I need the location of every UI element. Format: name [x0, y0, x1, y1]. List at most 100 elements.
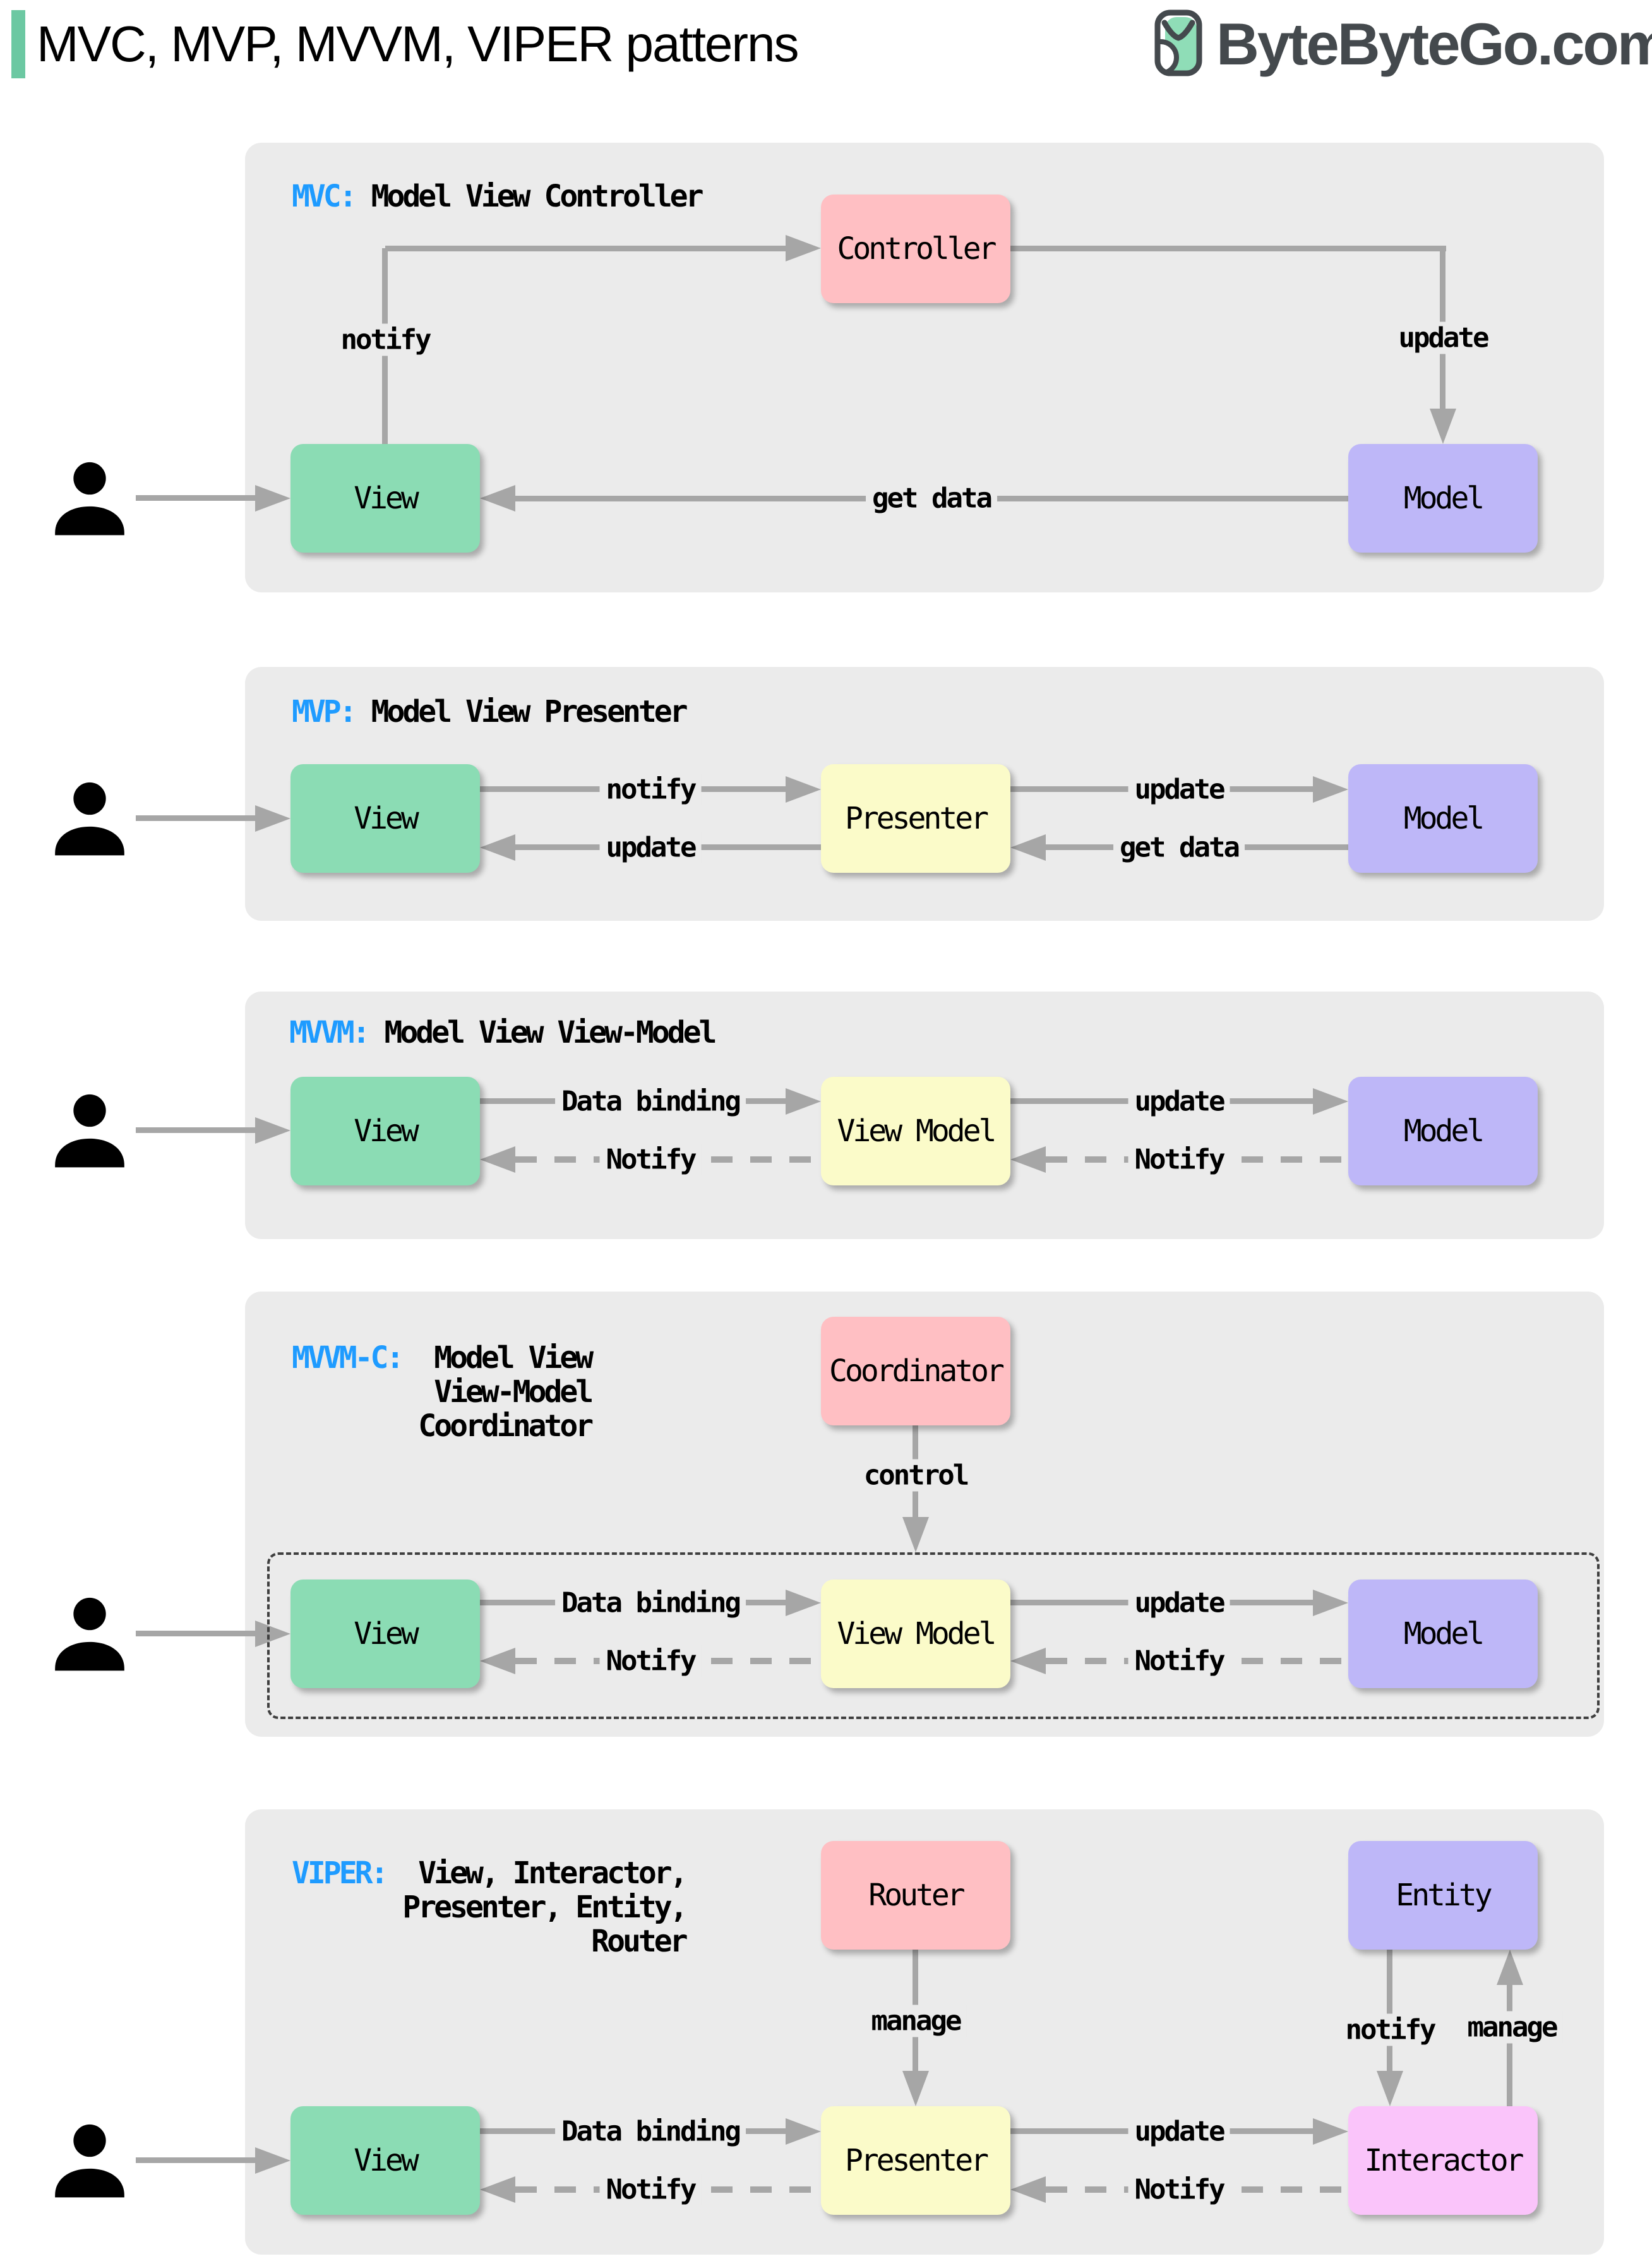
arrowhead	[255, 805, 290, 832]
arrowhead	[1313, 1088, 1348, 1115]
mvc-line-to-controller	[385, 246, 786, 251]
viper-presenter-box: Presenter	[821, 2106, 1010, 2215]
mvvmc-update-label: update	[1128, 1586, 1230, 1619]
viper-title-line: View, Interactor,	[418, 1855, 688, 1891]
mvc-controller-box: Controller	[821, 195, 1010, 303]
arrowhead	[255, 1117, 290, 1144]
arrowhead	[786, 776, 821, 803]
viper-entity-box: Entity	[1348, 1841, 1538, 1950]
viper-manage-entity-label: manage	[1461, 2011, 1563, 2044]
mvvm-databinding-label: Data binding	[555, 1085, 746, 1118]
arrowhead	[1430, 409, 1456, 444]
bytebytego-logo: ByteByteGo.com	[1154, 8, 1652, 81]
viper-acronym: VIPER:	[292, 1855, 388, 1891]
arrowhead	[786, 235, 821, 261]
mvvmc-scope-container	[267, 1552, 1600, 1719]
person-icon	[55, 1597, 124, 1671]
mvp-update-model-label: update	[1128, 773, 1230, 806]
arrow-user-to-view	[136, 1127, 255, 1133]
arrowhead	[255, 1621, 290, 1647]
arrowhead	[1010, 1648, 1046, 1674]
mvp-presenter-box: Presenter	[821, 764, 1010, 873]
mvvmc-view-box: View	[290, 1580, 480, 1688]
arrowhead	[1497, 1950, 1523, 1985]
viper-interactor-box: Interactor	[1348, 2106, 1538, 2215]
viper-title-line: Router	[591, 1924, 688, 1959]
mvc-model-box: Model	[1348, 444, 1538, 553]
mvvmc-databinding-label: Data binding	[555, 1586, 746, 1619]
mvc-notify-label: notify	[334, 323, 436, 356]
viper-title-line: Presenter, Entity,	[402, 1890, 688, 1925]
arrowhead	[1313, 1590, 1348, 1616]
arrowhead	[786, 1088, 821, 1115]
arrowhead	[480, 834, 515, 861]
arrowhead	[480, 485, 515, 512]
mvvmc-title-line: Model View	[434, 1340, 594, 1376]
person-icon	[55, 2124, 124, 2198]
mvvm-notify-vm-label: Notify	[1128, 1143, 1230, 1176]
mvvmc-viewmodel-box: View Model	[821, 1580, 1010, 1688]
viper-router-box: Router	[821, 1841, 1010, 1950]
mvc-getdata-label: get data	[866, 482, 997, 515]
mvp-update-view-label: update	[599, 831, 702, 864]
mvc-title: Model View Controller	[371, 179, 704, 214]
mvp-header: MVP: Model View Presenter	[292, 694, 688, 729]
arrowhead	[255, 485, 290, 512]
arrowhead	[480, 1146, 515, 1173]
mvp-notify-label: notify	[599, 773, 702, 806]
mvp-view-box: View	[290, 764, 480, 873]
mvvm-notify-view-label: Notify	[599, 1143, 702, 1176]
mvp-model-box: Model	[1348, 764, 1538, 873]
viper-notify-view-label: Notify	[599, 2173, 702, 2206]
viper-notify-presenter-label: Notify	[1128, 2173, 1230, 2206]
viper-view-box: View	[290, 2106, 480, 2215]
viper-update-label: update	[1128, 2115, 1230, 2148]
arrowhead	[786, 1590, 821, 1616]
mvvmc-title-line: View-Model	[434, 1374, 594, 1410]
mvc-line-from-controller	[1010, 246, 1446, 251]
mvp-getdata-label: get data	[1113, 831, 1245, 864]
viper-notify-interactor-label: notify	[1339, 2013, 1441, 2046]
mvvm-title: Model View View-Model	[384, 1015, 717, 1050]
arrowhead	[1010, 834, 1046, 861]
person-icon	[55, 1094, 124, 1168]
page-title: MVC, MVP, MVVM, VIPER patterns	[37, 16, 799, 72]
arrowhead	[786, 2118, 821, 2145]
mvc-update-label: update	[1392, 321, 1494, 354]
person-icon	[55, 782, 124, 856]
mvvmc-notify-view-label: Notify	[599, 1645, 702, 1677]
mvp-acronym: MVP:	[292, 694, 357, 729]
arrowhead	[1010, 2176, 1046, 2203]
mvvmc-notify-vm-label: Notify	[1128, 1645, 1230, 1677]
mvvmc-coordinator-box: Coordinator	[821, 1317, 1010, 1425]
logo-text: ByteByteGo.com	[1216, 11, 1652, 77]
mvvmc-acronym: MVVM-C:	[292, 1340, 404, 1376]
arrowhead	[1010, 1146, 1046, 1173]
mvc-view-box: View	[290, 444, 480, 553]
mvvmc-header: MVVM-C: Model View View-Model Coordinato…	[292, 1340, 594, 1443]
arrow-user-to-view	[136, 1631, 255, 1636]
arrowhead	[480, 1648, 515, 1674]
arrowhead	[480, 2176, 515, 2203]
mvvm-viewmodel-box: View Model	[821, 1077, 1010, 1185]
mvvm-header: MVVM: Model View View-Model	[289, 1015, 717, 1050]
mvc-acronym: MVC:	[292, 179, 357, 214]
arrowhead	[1377, 2071, 1403, 2106]
viper-header: VIPER: View, Interactor, Presenter, Enti…	[292, 1855, 688, 1959]
mvvm-acronym: MVVM:	[289, 1015, 370, 1050]
viper-line-manage-entity	[1507, 1985, 1512, 2106]
mvp-title: Model View Presenter	[371, 694, 688, 729]
arrowhead	[1313, 776, 1348, 803]
mvvm-update-label: update	[1128, 1085, 1230, 1118]
arrowhead	[255, 2147, 290, 2174]
viper-line-notify-interactor	[1387, 1950, 1392, 2071]
arrowhead	[902, 1517, 929, 1552]
viper-manage-presenter-label: manage	[865, 2005, 967, 2037]
mvc-header: MVC: Model View Controller	[292, 179, 704, 214]
mvvmc-model-box: Model	[1348, 1580, 1538, 1688]
bytebytego-bird-icon	[1154, 9, 1202, 79]
arrowhead	[1313, 2118, 1348, 2145]
viper-databinding-label: Data binding	[555, 2115, 746, 2148]
mvvm-view-box: View	[290, 1077, 480, 1185]
